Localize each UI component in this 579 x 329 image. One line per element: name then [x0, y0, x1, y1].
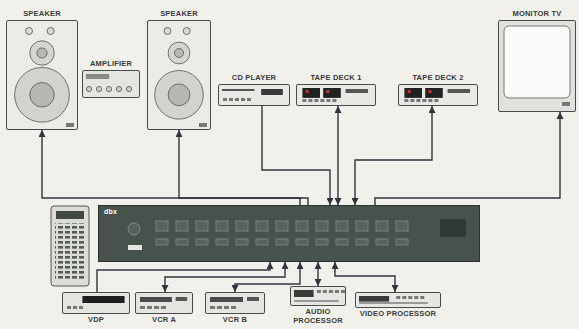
video-disc-player-drawing — [62, 292, 130, 314]
speaker: SPEAKER — [147, 20, 211, 130]
device-label: TAPE DECK 1 — [310, 74, 361, 83]
cd-player: CD PLAYER — [218, 84, 290, 106]
video-processor-drawing — [355, 292, 441, 308]
signal-connector — [262, 106, 330, 205]
vcr: VCR B — [205, 292, 265, 314]
vcr-drawing — [135, 292, 193, 314]
signal-connector — [317, 262, 318, 286]
switcher-unit: dbx — [98, 205, 480, 262]
device-label: SPEAKER — [23, 10, 61, 19]
device-label: TAPE DECK 2 — [412, 74, 463, 83]
device-label: VIDEO PROCESSOR — [360, 310, 436, 319]
device-label: AUDIO PROCESSOR — [288, 308, 348, 325]
cd-player-drawing — [218, 84, 290, 106]
tape-deck: TAPE DECK 1 — [296, 84, 376, 106]
switcher-unit-drawing — [98, 205, 480, 262]
signal-connector — [355, 106, 432, 205]
signal-connector — [165, 262, 285, 292]
brand-logo: dbx — [104, 208, 117, 217]
tape-deck-drawing — [398, 84, 478, 106]
audio-processor-drawing — [290, 286, 346, 306]
device-label: SPEAKER — [160, 10, 198, 19]
video-processor: VIDEO PROCESSOR — [355, 292, 441, 308]
device-label: VDP — [88, 316, 104, 325]
speaker: SPEAKER — [6, 20, 78, 130]
device-label: VCR A — [152, 316, 176, 325]
device-label: VCR B — [223, 316, 247, 325]
tape-deck-drawing — [296, 84, 376, 106]
device-label: CD PLAYER — [232, 74, 276, 83]
signal-connector — [179, 130, 308, 205]
tape-deck: TAPE DECK 2 — [398, 84, 478, 106]
device-label: AMPLIFIER — [90, 60, 132, 69]
speaker-drawing — [147, 20, 211, 130]
monitor-tv-drawing — [498, 20, 576, 112]
vcr: VCR A — [135, 292, 193, 314]
video-disc-player: VDP — [62, 292, 130, 314]
device-label: MONITOR TV — [513, 10, 562, 19]
signal-connector — [337, 106, 338, 205]
monitor-tv: MONITOR TV — [498, 20, 576, 112]
signal-connector — [375, 112, 560, 205]
speaker-drawing — [6, 20, 78, 130]
remote-control — [50, 205, 90, 287]
amplifier: AMPLIFIER — [82, 70, 140, 98]
vcr-drawing — [205, 292, 265, 314]
amplifier-drawing — [82, 70, 140, 98]
audio-processor: AUDIO PROCESSOR — [290, 286, 346, 306]
